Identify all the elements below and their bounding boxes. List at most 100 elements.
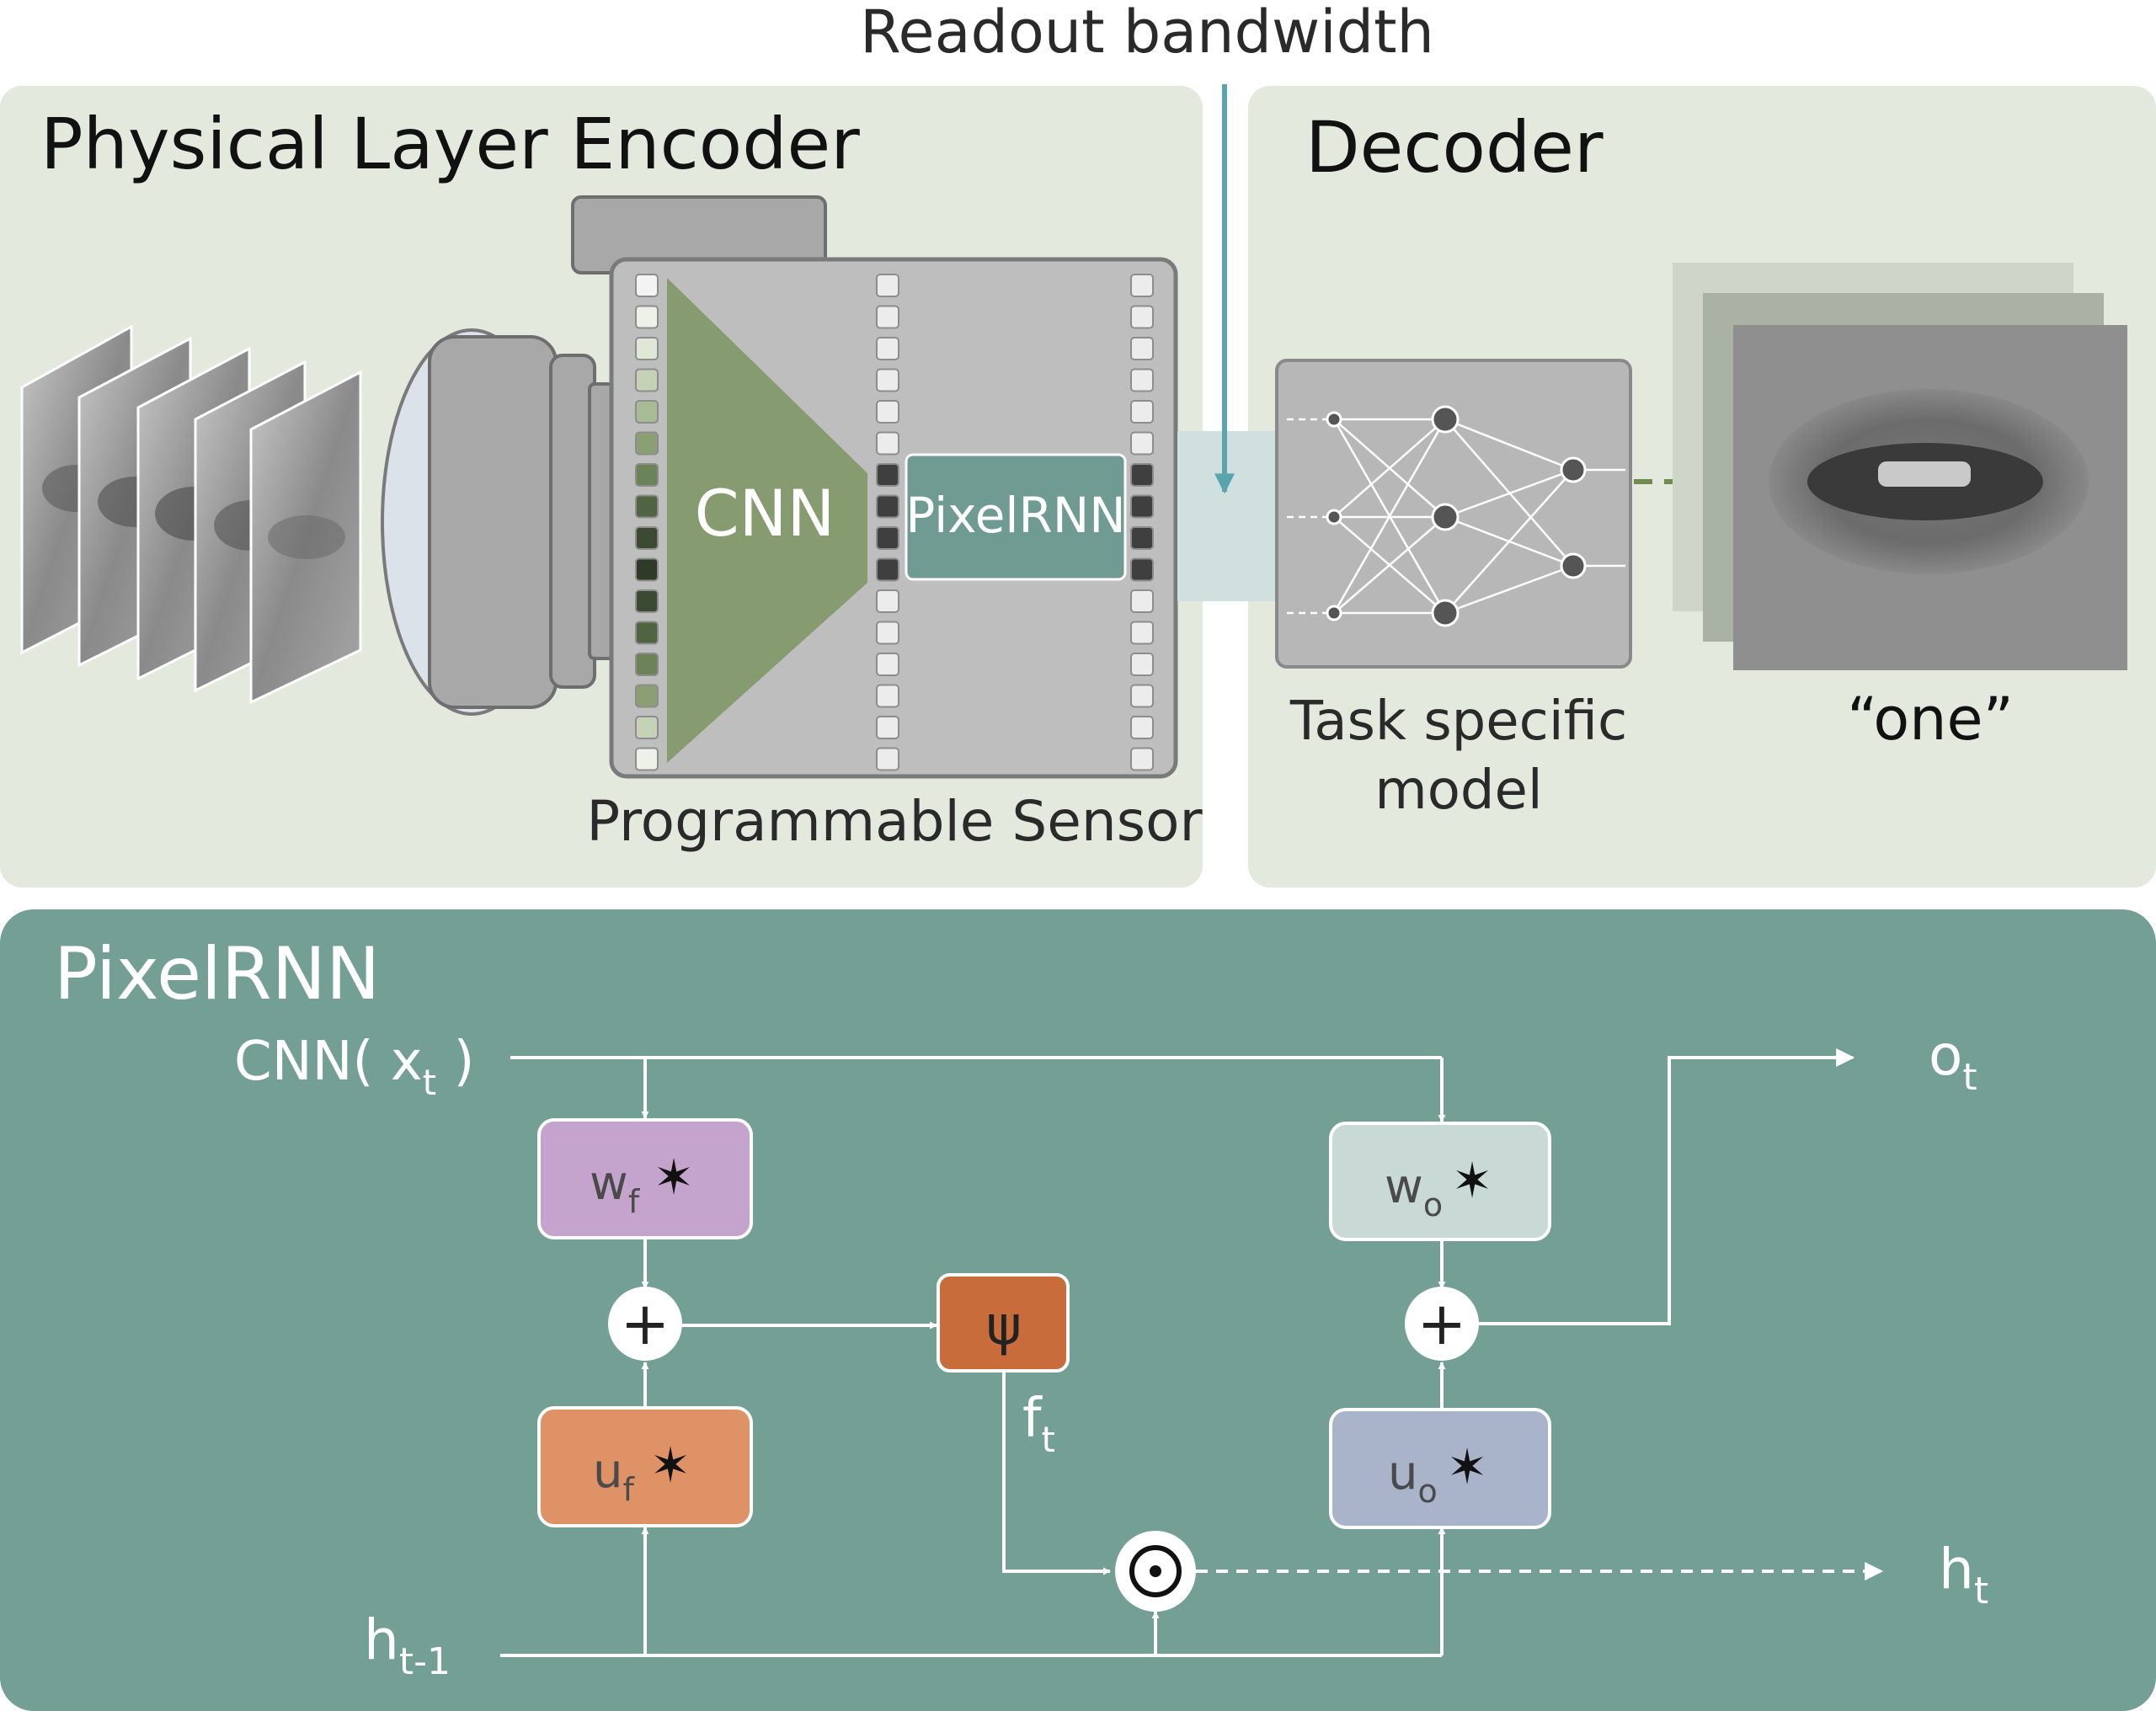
sensor-pixel — [635, 305, 659, 329]
sensor-pixel — [635, 431, 659, 456]
sensor-pixel — [876, 747, 899, 771]
output-lip-frames — [1673, 263, 2127, 670]
nn-edge — [1444, 469, 1574, 614]
sensor-pixel — [635, 337, 659, 360]
sensor-pixel — [1130, 747, 1154, 771]
sensor-pixel — [635, 400, 659, 424]
sensor-pixel — [635, 716, 659, 739]
sensor-pixel — [1130, 274, 1154, 297]
sensor-pixel — [635, 653, 659, 676]
nn-node — [1326, 605, 1342, 621]
sensor-pixel — [1130, 653, 1154, 676]
wo-conv-box — [1329, 1122, 1551, 1241]
sensor-pixel — [1130, 463, 1154, 487]
ot-label: ot — [1929, 1023, 1977, 1099]
htm1-label: ht-1 — [364, 1607, 451, 1683]
pixelrnn-detail-panel — [0, 909, 2156, 1711]
wf-label: wf — [590, 1156, 641, 1220]
lip-frame — [249, 370, 362, 705]
sensor-pixel — [635, 557, 659, 582]
psi-symbol: ψ — [986, 1295, 1022, 1357]
sensor-pixel — [1130, 621, 1154, 645]
cnn-block — [667, 278, 867, 763]
hadamard-ring — [1129, 1545, 1182, 1597]
sensor-caption: Programmable Sensor — [586, 789, 1203, 854]
nn-edge — [1332, 418, 1447, 614]
output-sum-node — [1405, 1287, 1479, 1361]
sensor-pixel-columns — [635, 274, 1154, 771]
sensor-pixel — [876, 494, 899, 519]
wire-plus-to-ot — [1479, 1048, 1855, 1325]
sensor-pixel — [635, 621, 659, 645]
sensor-pixel — [635, 684, 659, 708]
sensor-pixel — [876, 621, 899, 645]
sensor-pixel — [635, 368, 659, 392]
sensor-pixel — [1130, 431, 1154, 456]
sensor-pixel — [635, 747, 659, 771]
sensor-pixel — [1130, 589, 1154, 613]
nn-edge — [1444, 564, 1574, 615]
neural-network-nodes — [1326, 405, 1587, 627]
uo-label: uo — [1388, 1446, 1438, 1510]
nn-edge — [1333, 418, 1446, 518]
sensor-pixel — [635, 589, 659, 613]
ft-label: ft — [1022, 1388, 1055, 1460]
sensor-pixel — [635, 494, 659, 519]
uf-conv-box — [537, 1406, 753, 1527]
nn-node — [1326, 509, 1342, 525]
wo-conv-star-icon: ✶ — [1452, 1152, 1493, 1209]
wf-conv-star-icon: ✶ — [654, 1149, 695, 1206]
uf-label: uf — [593, 1444, 636, 1508]
nn-node — [1326, 411, 1342, 428]
wo-label: wo — [1385, 1159, 1443, 1223]
neural-network-edges — [1287, 418, 1625, 615]
pixelrnn-panel-title: PixelRNN — [54, 932, 380, 1016]
hadamard-dot — [1150, 1565, 1161, 1577]
output-teeth — [1878, 461, 1971, 487]
sensor-pixel — [876, 653, 899, 676]
decoder-title: Decoder — [1305, 106, 1604, 189]
wire-psi-to-hadamard — [1002, 1371, 1111, 1575]
task-model-caption-line1: Task specific — [1289, 690, 1627, 753]
sensor-pixel — [876, 716, 899, 739]
sensor-pixel — [876, 463, 899, 487]
nn-node — [1560, 456, 1587, 483]
nn-node — [1431, 405, 1460, 434]
nn-node — [1560, 552, 1587, 579]
input-cnn-xt-label: CNN( xt ) — [234, 1031, 474, 1103]
sensor-pixel — [876, 337, 899, 360]
sensor-pixel — [635, 274, 659, 297]
encoder-title: Physical Layer Encoder — [40, 103, 860, 185]
sensor-pixel — [1130, 305, 1154, 329]
sensor-pixel — [1130, 526, 1154, 550]
cnn-label: CNN — [695, 476, 835, 551]
camera-lens-barrel — [428, 335, 558, 709]
sensor-pixel — [1130, 684, 1154, 708]
sensor-pixel — [876, 368, 899, 392]
sensor-pixel — [876, 557, 899, 582]
readout-bandwidth-label: Readout bandwidth — [860, 0, 1434, 67]
output-plus-icon: + — [1417, 1289, 1467, 1358]
sensor-pixel — [876, 526, 899, 550]
sensor-pixel — [635, 463, 659, 487]
sensor-pixel — [1130, 337, 1154, 360]
output-word: “one” — [1847, 685, 2014, 754]
sensor-pixel — [1130, 400, 1154, 424]
sensor-pixel — [876, 684, 899, 708]
uo-conv-star-icon: ✶ — [1447, 1438, 1488, 1495]
sensor-pixel — [1130, 716, 1154, 739]
sensor-pixel — [635, 526, 659, 550]
uo-conv-box — [1329, 1408, 1551, 1529]
nn-edge — [1333, 516, 1446, 614]
sensor-pixel — [1130, 494, 1154, 519]
task-model-caption-line2: model — [1374, 760, 1542, 822]
pixelrnn-block — [905, 453, 1127, 581]
sensor-pixel — [876, 274, 899, 297]
pixelrnn-block-label: PixelRNN — [905, 487, 1125, 544]
forget-plus-icon: + — [621, 1289, 670, 1358]
uf-conv-star-icon: ✶ — [650, 1436, 691, 1494]
sensor-pixel — [1130, 368, 1154, 392]
wf-conv-box — [537, 1118, 753, 1239]
sensor-pixel — [876, 431, 899, 456]
